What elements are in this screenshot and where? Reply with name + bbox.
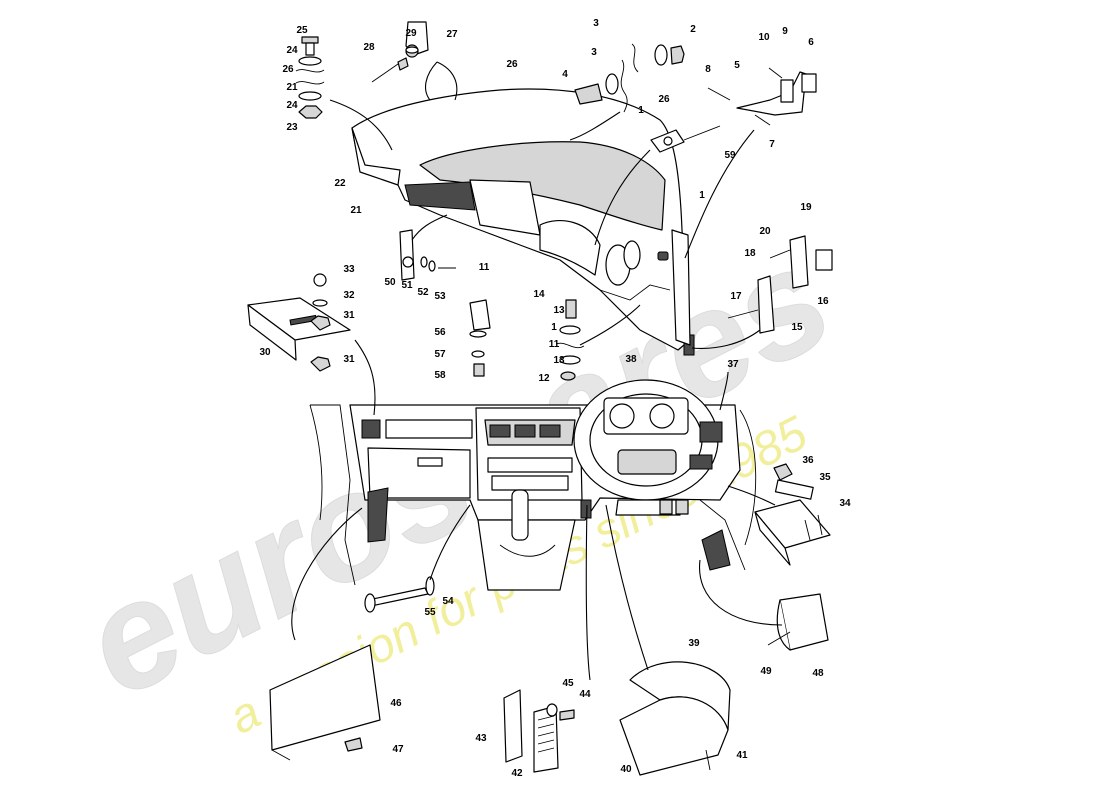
callout-number: 39 [688, 638, 700, 649]
callout-number: 12 [538, 373, 550, 384]
callout-number: 4 [562, 69, 568, 80]
callout-number: 13 [553, 305, 565, 316]
callout-number: 20 [759, 226, 771, 237]
callout-number: 24 [286, 100, 298, 111]
callout-number: 41 [736, 750, 748, 761]
callout-number: 33 [343, 264, 355, 275]
callout-number: 26 [658, 94, 670, 105]
callout-number: 22 [334, 178, 346, 189]
callout-number: 8 [705, 64, 711, 75]
plate-30-assembly [247, 273, 351, 372]
callout-number: 26 [506, 59, 518, 70]
bracket-5-assembly [707, 67, 817, 126]
callout-number: 2 [690, 24, 696, 35]
callout-number: 45 [562, 678, 574, 689]
callout-number: 48 [812, 668, 824, 679]
callout-number: 15 [791, 322, 803, 333]
centre-fixings [469, 299, 585, 381]
callout-number: 34 [839, 498, 851, 509]
callout-number: 46 [390, 698, 402, 709]
callout-number: 36 [802, 455, 814, 466]
bracket-34-assembly [754, 463, 831, 566]
callout-number: 31 [343, 310, 355, 321]
callout-number: 23 [286, 122, 298, 133]
fixing-stack-left [295, 36, 325, 119]
callout-number: 58 [434, 370, 446, 381]
bracket-59 [650, 125, 721, 153]
vent-42-assembly [503, 689, 575, 773]
callout-number: 50 [384, 277, 396, 288]
callout-number: 28 [363, 42, 375, 53]
callout-number: 17 [730, 291, 742, 302]
callout-number: 30 [259, 347, 271, 358]
callout-number: 57 [434, 349, 446, 360]
callout-number: 25 [296, 25, 308, 36]
clip-and-screw [371, 21, 429, 83]
callout-number: 11 [549, 339, 560, 350]
callout-number: 14 [533, 289, 545, 300]
callout-number: 1 [551, 322, 557, 333]
callout-number: 9 [782, 26, 788, 37]
callout-number: 13 [553, 355, 565, 366]
callout-number: 3 [593, 18, 599, 29]
callout-number: 35 [819, 472, 831, 483]
callout-number: 38 [625, 354, 637, 365]
callout-number: 59 [724, 150, 736, 161]
callout-number: 37 [727, 359, 739, 370]
callout-number: 56 [434, 327, 446, 338]
callout-number: 27 [446, 29, 458, 40]
dashboard-top-assembly [351, 88, 695, 356]
callout-number: 43 [475, 733, 487, 744]
bracket-50-assembly [399, 229, 456, 281]
callout-number: 7 [769, 139, 775, 150]
column-shroud-assembly [619, 661, 731, 776]
callout-number: 26 [282, 64, 294, 75]
callout-number: 49 [760, 666, 772, 677]
dashboard-lower-assembly [309, 379, 757, 591]
callout-number: 10 [758, 32, 770, 43]
callout-number: 55 [424, 607, 436, 618]
callout-number: 53 [434, 291, 446, 302]
callout-number: 51 [401, 280, 413, 291]
callout-number: 32 [343, 290, 355, 301]
bracket-48-assembly [767, 593, 829, 651]
fixings-top-right [574, 43, 685, 113]
bracket-15-assembly [727, 235, 833, 334]
callout-number: 44 [579, 689, 591, 700]
callout-number: 47 [392, 744, 404, 755]
callout-number: 29 [405, 28, 417, 39]
callout-number: 11 [479, 262, 490, 273]
callout-number: 1 [699, 190, 705, 201]
callout-number: 5 [734, 60, 740, 71]
callout-number: 3 [591, 47, 597, 58]
bolt-55 [364, 576, 435, 613]
callout-number: 19 [800, 202, 812, 213]
callout-number: 52 [417, 287, 429, 298]
callout-number: 16 [817, 296, 829, 307]
callout-number: 6 [808, 37, 814, 48]
callout-number: 24 [286, 45, 298, 56]
leader-arrows [291, 61, 783, 681]
callout-number: 21 [350, 205, 362, 216]
callout-number: 54 [442, 596, 454, 607]
callout-number: 40 [620, 764, 632, 775]
callout-number: 1 [638, 105, 644, 116]
callout-number: 31 [343, 354, 355, 365]
callout-number: 21 [286, 82, 298, 93]
callout-number: 42 [511, 768, 523, 779]
panel-46 [269, 644, 381, 761]
callout-number: 18 [744, 248, 756, 259]
